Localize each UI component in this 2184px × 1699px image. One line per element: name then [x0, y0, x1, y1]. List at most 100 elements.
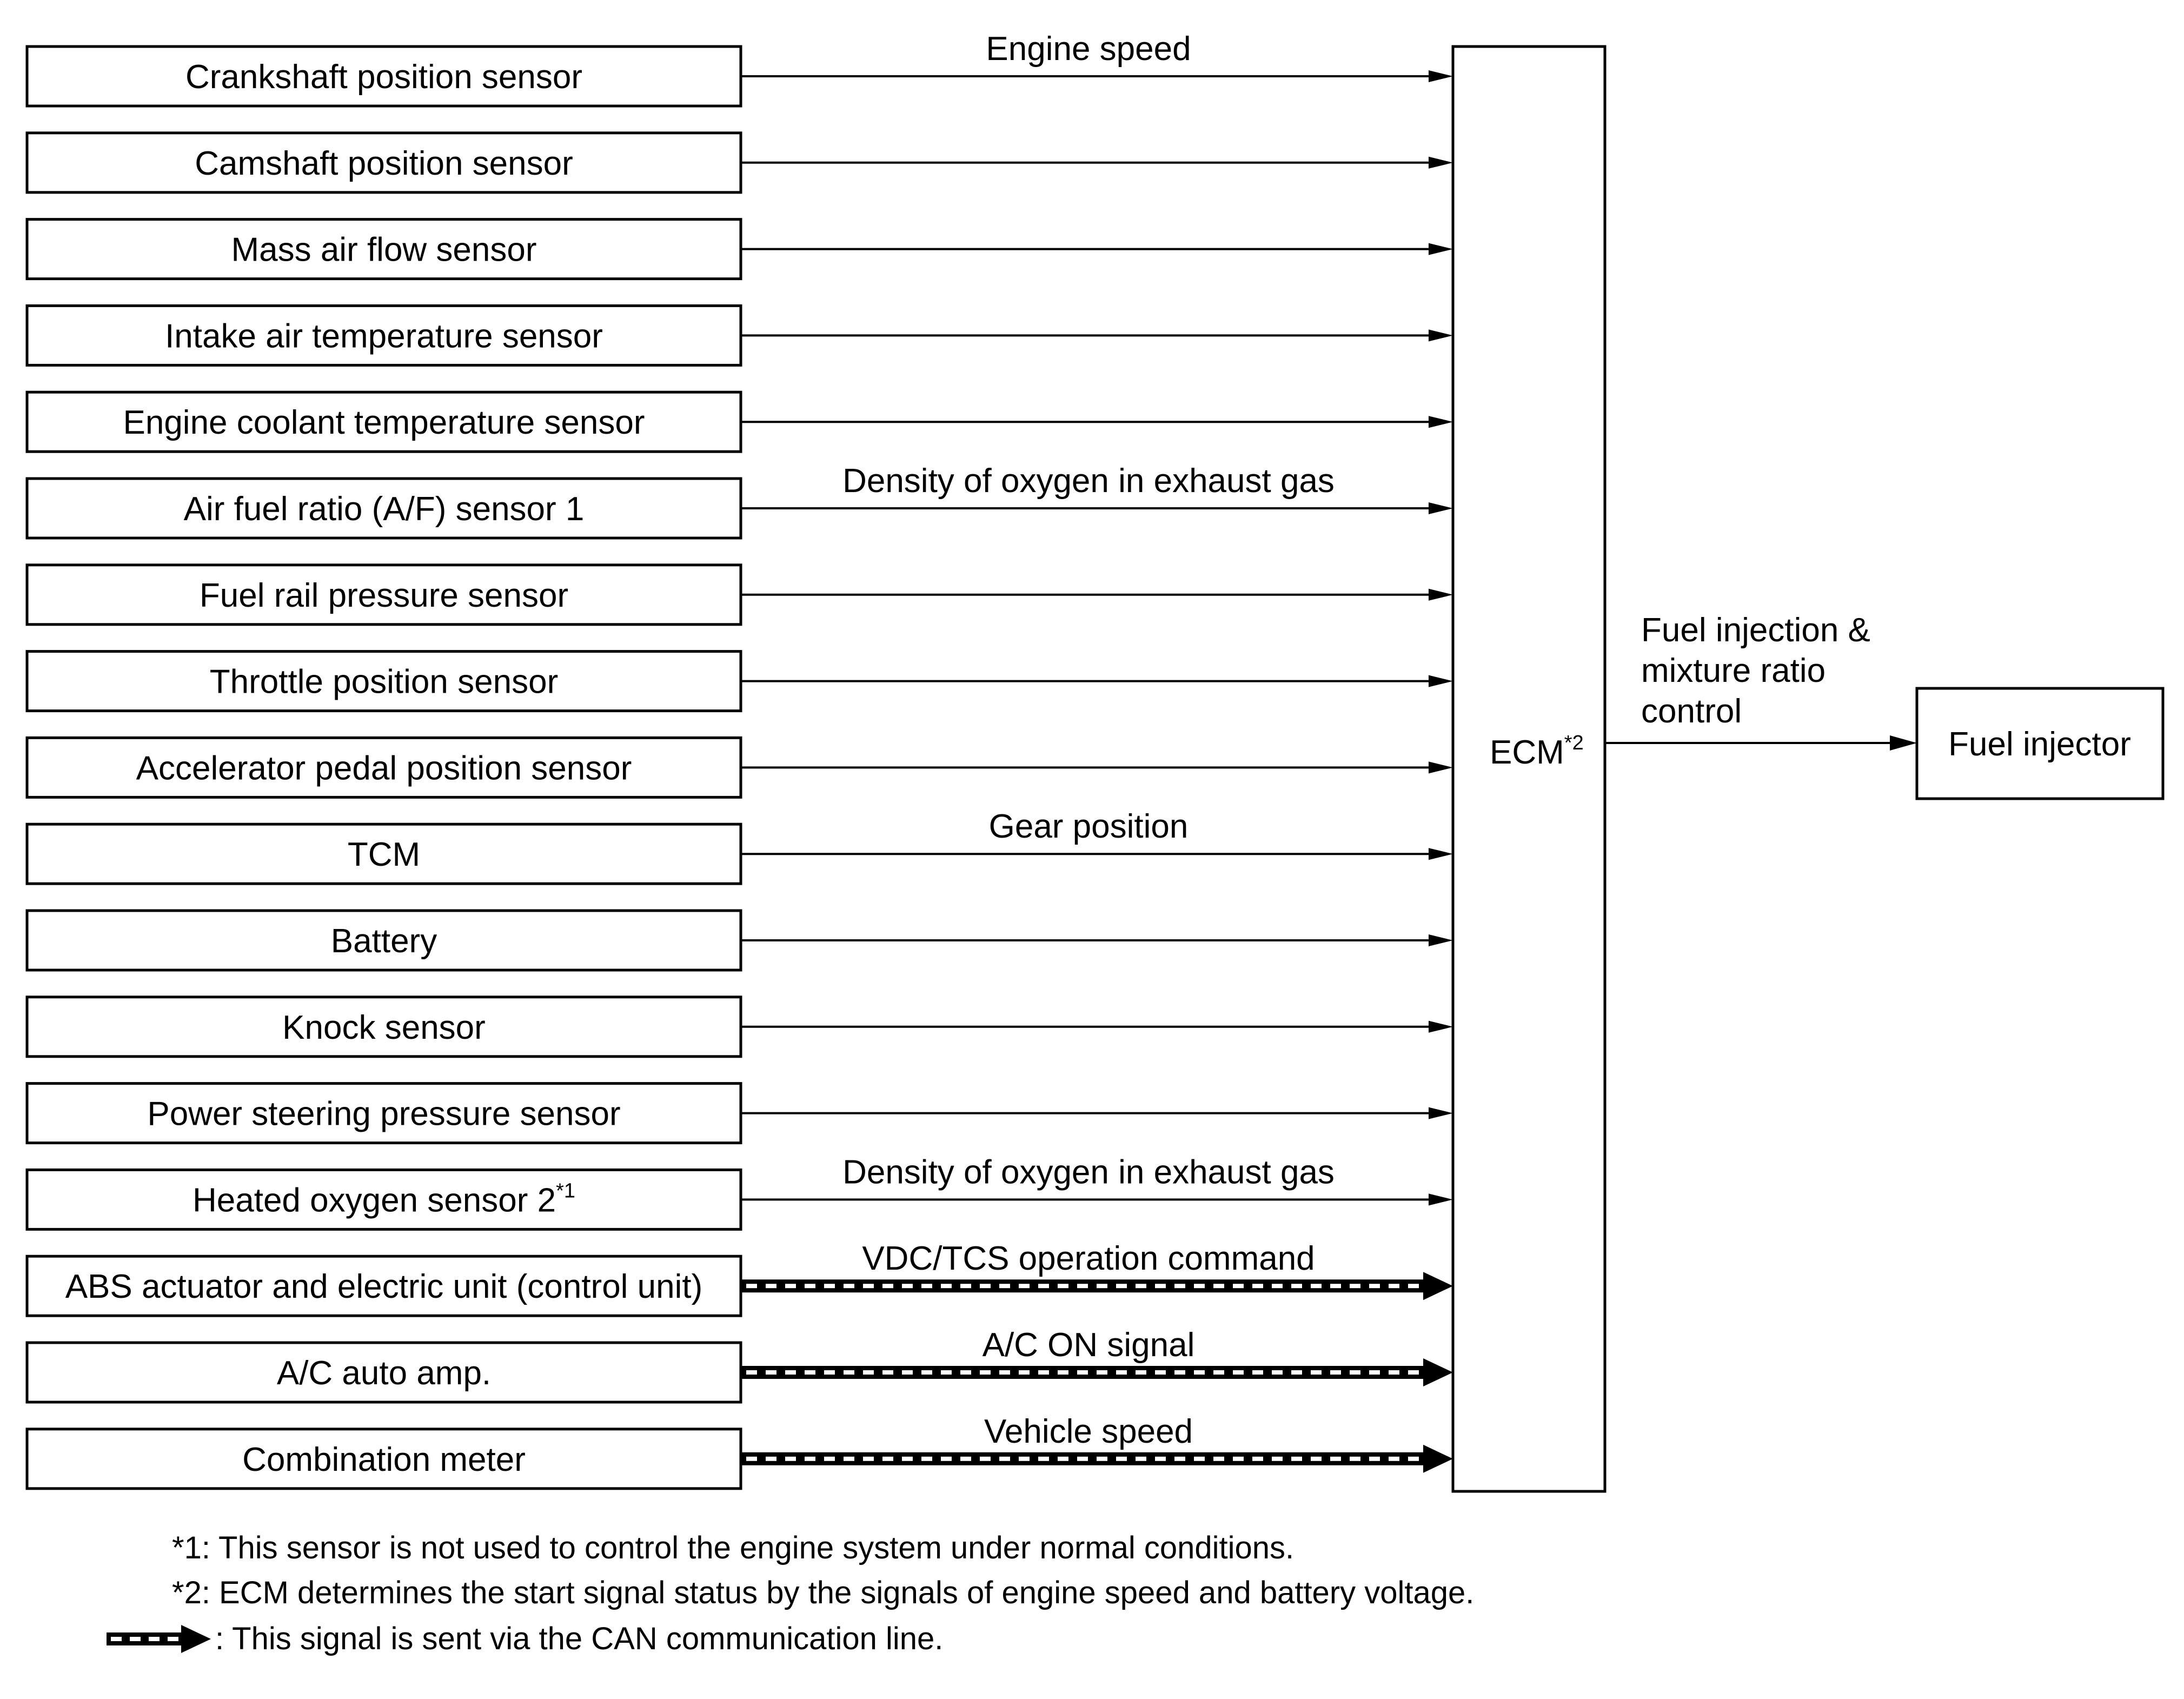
input-15-arrow: VDC/TCS operation command: [741, 1240, 1453, 1300]
input-16-box: [25, 1341, 742, 1404]
output-signal-line-3: control: [1641, 693, 1742, 730]
input-14-arrowhead: [1429, 1193, 1453, 1206]
input-2-arrowhead: [1429, 156, 1453, 169]
input-1-box: [25, 45, 742, 108]
input-7-arrowhead: [1429, 588, 1453, 601]
input-14-arrow: Density of oxygen in exhaust gas: [741, 1153, 1453, 1206]
input-17-can-dash: [1389, 1456, 1399, 1461]
can-arrow-icon: [107, 1625, 211, 1653]
input-7-arrow: [741, 588, 1453, 601]
input-13-box: [25, 1082, 742, 1145]
input-17-can-dash: [746, 1456, 757, 1461]
input-12-box: [25, 995, 742, 1058]
input-17-can-dash: [1136, 1456, 1146, 1461]
input-13-row: Power steering pressure sensor: [25, 1082, 742, 1145]
input-15-can-dash: [1330, 1284, 1341, 1289]
input-15-can-dash: [844, 1284, 854, 1289]
input-15-can-dash: [805, 1284, 815, 1289]
input-1-arrowhead: [1429, 70, 1453, 82]
input-17-can-dash: [1272, 1456, 1283, 1461]
input-15-can-dash: [1408, 1284, 1419, 1289]
input-15-arrowhead: [1423, 1272, 1453, 1300]
input-15-can-dash: [1194, 1284, 1205, 1289]
input-13-arrow: [741, 1107, 1453, 1119]
input-15-can-dash: [980, 1284, 991, 1289]
input-17-can-dash: [1194, 1456, 1205, 1461]
input-10-row: TCM: [25, 822, 742, 885]
input-15-can-dash: [960, 1284, 971, 1289]
input-14-box: [25, 1168, 742, 1231]
input-16-can-dash: [921, 1370, 932, 1375]
input-17-can-dash: [1311, 1456, 1322, 1461]
input-16-can-dash: [902, 1370, 913, 1375]
input-16-can-dash: [1194, 1370, 1205, 1375]
input-16-can-dash: [1311, 1370, 1322, 1375]
input-16-can-dash: [1213, 1370, 1224, 1375]
input-16-can-dash: [1291, 1370, 1302, 1375]
input-9-box: [25, 736, 742, 799]
input-16-can-dash: [1097, 1370, 1107, 1375]
footnotes: *1: This sensor is not used to control t…: [107, 1530, 1474, 1656]
input-17-arrowhead: [1423, 1444, 1453, 1473]
input-16-signal-label: A/C ON signal: [983, 1326, 1195, 1364]
input-6-label: Air fuel ratio (A/F) sensor 1: [184, 490, 585, 528]
input-16-can-dash: [980, 1370, 991, 1375]
input-2-box: [25, 131, 742, 194]
input-7-box: [25, 563, 742, 626]
input-5-row: Engine coolant temperature sensor: [25, 390, 742, 453]
input-12-arrow: [741, 1020, 1453, 1033]
input-17-can-dash: [766, 1456, 776, 1461]
output-section: Fuel injection & mixture ratio control F…: [1605, 612, 2165, 800]
input-15-can-dash: [941, 1284, 952, 1289]
input-15-can-dash: [1233, 1284, 1244, 1289]
input-4-label: Intake air temperature sensor: [165, 317, 603, 355]
footnote-3: : This signal is sent via the CAN commun…: [215, 1621, 943, 1656]
input-6-box: [25, 477, 742, 540]
input-1-label: Crankshaft position sensor: [185, 58, 582, 96]
input-2-arrow: [741, 156, 1453, 169]
input-2-row: Camshaft position sensor: [25, 131, 742, 194]
input-15-can-dash: [1311, 1284, 1322, 1289]
input-17-can-dash: [1252, 1456, 1263, 1461]
input-1-arrow: Engine speed: [741, 30, 1453, 82]
input-16-arrow: A/C ON signal: [741, 1326, 1453, 1386]
input-14-label: Heated oxygen sensor 2*1: [192, 1179, 575, 1219]
ecm-box: [1451, 45, 1607, 1493]
input-16-can-dash: [746, 1370, 757, 1375]
input-17-can-dash: [1038, 1456, 1049, 1461]
input-16-can-dash: [1174, 1370, 1185, 1375]
input-4-arrowhead: [1429, 329, 1453, 342]
input-17-can-dash: [1330, 1456, 1341, 1461]
input-17-can-dash: [921, 1456, 932, 1461]
ecm-label: ECM*2: [1490, 732, 1584, 771]
input-15-can-dash: [1019, 1284, 1030, 1289]
input-17-row: Combination meter: [25, 1428, 742, 1490]
input-17-can-dash: [1213, 1456, 1224, 1461]
input-13-label: Power steering pressure sensor: [147, 1096, 620, 1133]
input-16-row: A/C auto amp.: [25, 1341, 742, 1404]
input-6-signal-label: Density of oxygen in exhaust gas: [842, 462, 1335, 500]
input-3-row: Mass air flow sensor: [25, 218, 742, 281]
input-17-label: Combination meter: [242, 1441, 526, 1478]
input-17-can-dash: [863, 1456, 874, 1461]
output-arrowhead: [1890, 735, 1917, 751]
input-16-can-dash: [1369, 1370, 1380, 1375]
input-16-can-dash: [960, 1370, 971, 1375]
input-11-arrowhead: [1429, 934, 1453, 946]
input-16-can-dash: [1058, 1370, 1068, 1375]
input-17-can-dash: [805, 1456, 815, 1461]
footnote-2: *2: ECM determines the start signal stat…: [172, 1575, 1474, 1610]
input-5-arrowhead: [1429, 416, 1453, 428]
input-15-row: ABS actuator and electric unit (control …: [25, 1255, 742, 1317]
output-signal-line-1: Fuel injection &: [1641, 612, 1870, 649]
input-15-can-dash: [1155, 1284, 1166, 1289]
input-16-can-dash: [941, 1370, 952, 1375]
input-15-can-dash: [1291, 1284, 1302, 1289]
input-4-arrow: [741, 329, 1453, 342]
input-8-row: Throttle position sensor: [25, 650, 742, 713]
input-16-can-dash: [863, 1370, 874, 1375]
input-15-can-dash: [1136, 1284, 1146, 1289]
input-16-can-dash: [1233, 1370, 1244, 1375]
input-16-can-dash: [1136, 1370, 1146, 1375]
